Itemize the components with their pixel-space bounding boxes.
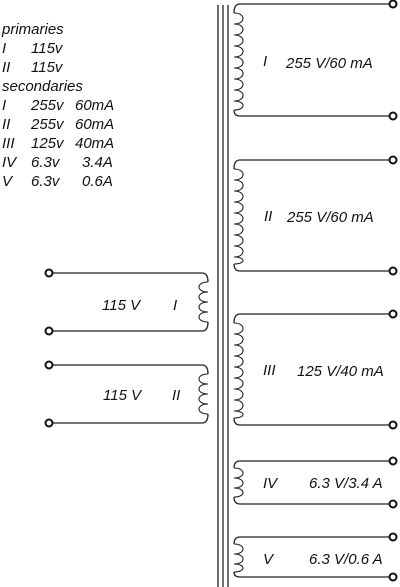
primary-winding-I: 115 V I bbox=[44, 268, 209, 336]
secondary-I-num: I bbox=[2, 97, 6, 114]
secondary-I-top-lead bbox=[233, 3, 393, 14]
secondary-IV-numeral: IV bbox=[263, 475, 279, 492]
secondary-V-coil bbox=[233, 543, 244, 573]
primary-I-terminal-bottom[interactable] bbox=[44, 326, 54, 336]
secondary-winding-IV: IV 6.3 V/3.4 A bbox=[233, 456, 398, 509]
secondary-V-top-lead bbox=[233, 536, 393, 545]
primary-II-rating: 115 V bbox=[103, 387, 143, 404]
secondary-V-terminal-bottom[interactable] bbox=[388, 572, 398, 582]
secondary-II-coil bbox=[233, 168, 244, 265]
secondary-II-rating: 255 V/60 mA bbox=[286, 209, 374, 226]
secondary-V-num: V bbox=[2, 173, 14, 190]
secondary-III-numeral: III bbox=[263, 362, 276, 379]
secondary-III-terminal-bottom[interactable] bbox=[388, 420, 398, 430]
secondary-II-terminal-bottom[interactable] bbox=[388, 266, 398, 276]
secondary-winding-II: II 255 V/60 mA bbox=[233, 155, 398, 276]
secondary-V-bottom-lead bbox=[233, 571, 393, 578]
primary-I-coil bbox=[198, 281, 209, 323]
secondary-winding-I: I 255 V/60 mA bbox=[233, 0, 398, 121]
secondary-IV-bottom-lead bbox=[233, 496, 393, 505]
secondary-III-voltage: 125v bbox=[31, 135, 65, 152]
secondary-V-terminal-top[interactable] bbox=[388, 532, 398, 542]
primary-I-value: 115v bbox=[31, 40, 64, 57]
secondary-IV-current: 3.4A bbox=[82, 154, 113, 171]
secondary-IV-rating: 6.3 V/3.4 A bbox=[309, 475, 383, 492]
primary-II-numeral: II bbox=[172, 387, 180, 404]
primary-II-value: 115v bbox=[31, 59, 64, 76]
secondary-III-num: III bbox=[2, 135, 15, 152]
primary-I-numeral: I bbox=[173, 297, 177, 314]
secondary-I-bottom-lead bbox=[233, 109, 393, 117]
secondary-I-voltage: 255v bbox=[30, 97, 65, 114]
primary-I-top-lead bbox=[49, 272, 209, 283]
transformer-core bbox=[217, 5, 229, 587]
spec-list: primaries I 115v II 115v secondaries I 2… bbox=[1, 21, 114, 190]
secondary-III-coil bbox=[233, 322, 244, 419]
secondary-III-current: 40mA bbox=[75, 135, 114, 152]
secondary-winding-V: V 6.3 V/0.6 A bbox=[233, 532, 398, 582]
secondary-IV-terminal-top[interactable] bbox=[388, 456, 398, 466]
secondary-II-terminal-top[interactable] bbox=[388, 155, 398, 165]
secondary-IV-num: IV bbox=[2, 154, 18, 171]
primary-II-bottom-lead bbox=[49, 413, 209, 424]
secondary-II-numeral: II bbox=[264, 208, 272, 225]
primary-II-top-lead bbox=[49, 364, 209, 375]
secondary-III-terminal-top[interactable] bbox=[388, 309, 398, 319]
secondary-II-bottom-lead bbox=[233, 263, 393, 272]
secondary-I-numeral: I bbox=[263, 53, 267, 70]
primary-I-num: I bbox=[2, 40, 6, 57]
secondary-winding-III: III 125 V/40 mA bbox=[233, 309, 398, 430]
secondary-I-rating: 255 V/60 mA bbox=[285, 55, 373, 72]
secondary-I-current: 60mA bbox=[75, 97, 114, 114]
secondaries-heading: secondaries bbox=[2, 78, 83, 95]
secondary-III-rating: 125 V/40 mA bbox=[297, 363, 384, 380]
secondary-V-rating: 6.3 V/0.6 A bbox=[309, 551, 383, 568]
primary-II-terminal-bottom[interactable] bbox=[44, 418, 54, 428]
primary-winding-II: 115 V II bbox=[44, 360, 209, 428]
secondary-II-num: II bbox=[2, 116, 10, 133]
primary-I-bottom-lead bbox=[49, 321, 209, 332]
secondary-IV-terminal-bottom[interactable] bbox=[388, 499, 398, 509]
secondary-V-current: 0.6A bbox=[82, 173, 113, 190]
primary-II-terminal-top[interactable] bbox=[44, 360, 54, 370]
secondary-IV-coil bbox=[233, 467, 244, 498]
secondary-II-current: 60mA bbox=[75, 116, 114, 133]
secondary-III-top-lead bbox=[233, 313, 393, 324]
primary-I-rating: 115 V bbox=[102, 297, 142, 314]
primary-I-terminal-top[interactable] bbox=[44, 268, 54, 278]
secondary-III-bottom-lead bbox=[233, 417, 393, 426]
secondary-I-terminal-bottom[interactable] bbox=[388, 111, 398, 121]
secondary-I-coil bbox=[233, 12, 244, 111]
secondary-II-voltage: 255v bbox=[30, 116, 65, 133]
primary-II-coil bbox=[198, 373, 209, 415]
secondary-IV-voltage: 6.3v bbox=[31, 154, 61, 171]
secondary-V-voltage: 6.3v bbox=[31, 173, 61, 190]
secondary-II-top-lead bbox=[233, 159, 393, 170]
secondary-IV-top-lead bbox=[233, 460, 393, 469]
primary-II-num: II bbox=[2, 59, 10, 76]
primaries-heading: primaries bbox=[1, 21, 64, 38]
secondary-I-terminal-top[interactable] bbox=[388, 0, 398, 9]
secondary-V-numeral: V bbox=[263, 551, 275, 568]
